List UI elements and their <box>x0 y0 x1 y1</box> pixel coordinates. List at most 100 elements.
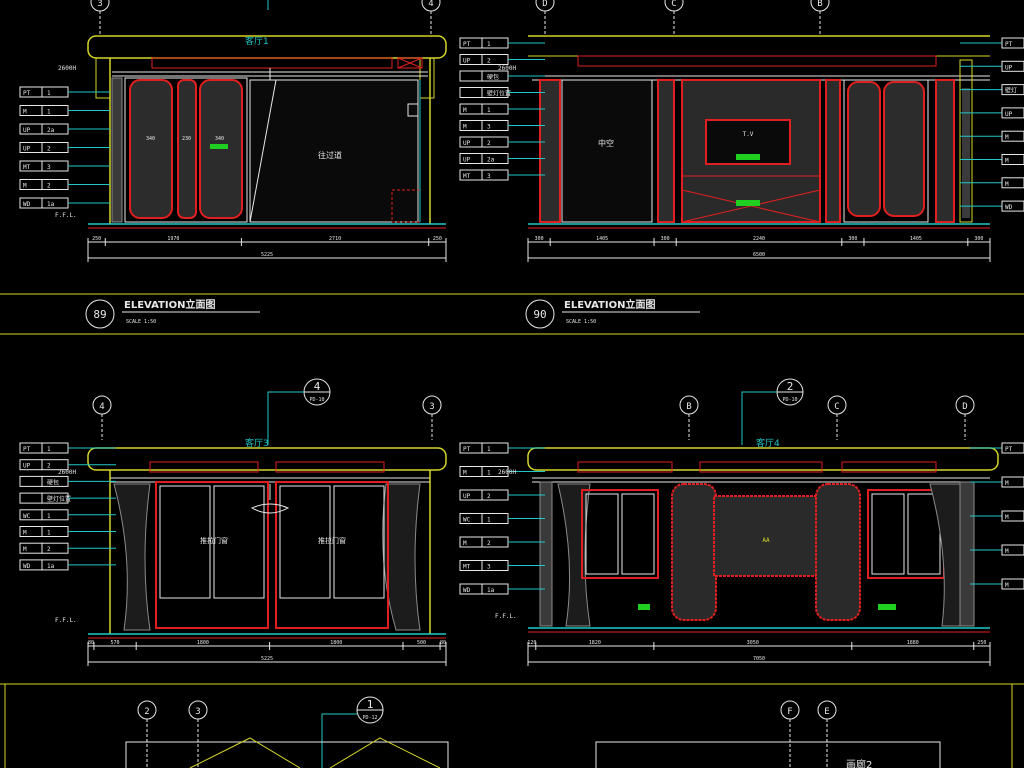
svg-text:画廊2: 画廊2 <box>846 758 872 768</box>
svg-text:90: 90 <box>533 308 546 321</box>
svg-text:4: 4 <box>99 402 104 412</box>
dimension-total: 5225 <box>261 656 273 662</box>
elevation-title-89[interactable]: 89 ELEVATION立面图 SCALE 1:50 <box>85 298 260 329</box>
material-number: 3 <box>487 564 491 571</box>
grid-label: C <box>671 0 676 9</box>
elevation-title-90[interactable]: 90 ELEVATION立面图 SCALE 1:50 <box>525 298 700 329</box>
svg-text:F.F.L.: F.F.L. <box>55 617 77 624</box>
material-number: 1 <box>487 446 491 453</box>
material-code: WD <box>23 201 31 208</box>
material-code: M <box>1005 158 1009 165</box>
wall-panels: 340 230 340 <box>124 77 248 223</box>
grid-bubble[interactable]: B <box>810 0 830 34</box>
grid-bubble[interactable]: C <box>827 395 847 440</box>
grid-label: D <box>542 0 547 9</box>
dimension-value: 570 <box>111 640 120 646</box>
material-tag[interactable]: UP <box>960 60 1024 72</box>
grid-bubble-right[interactable]: 4 <box>421 0 441 34</box>
material-tags-right[interactable]: PT M M M M <box>970 442 1024 590</box>
grid-bubble-left[interactable]: 4 <box>92 395 112 440</box>
material-tag[interactable]: M <box>970 510 1024 522</box>
material-tag[interactable]: M <box>960 154 1024 165</box>
material-tag[interactable]: M <box>960 130 1024 142</box>
material-tag[interactable]: M <box>960 177 1024 189</box>
material-tags-right[interactable]: PT UP 壁灯 UP M M M WD <box>960 37 1024 212</box>
grid-bubble-right[interactable]: 3 <box>422 395 442 440</box>
svg-text:ELEVATION立面图: ELEVATION立面图 <box>564 298 655 311</box>
grid-bubble[interactable]: D <box>955 395 975 440</box>
svg-text:3: 3 <box>97 0 102 9</box>
material-tag[interactable]: 硬包 <box>459 70 545 82</box>
material-tag[interactable]: M <box>970 544 1024 556</box>
detail-callout[interactable]: 2 PD-10 <box>741 378 804 445</box>
grid-bubble[interactable]: 2 <box>137 700 157 768</box>
grid-bubble-left[interactable]: 3 <box>90 0 110 34</box>
material-tag[interactable]: 壁灯位置 <box>459 87 545 98</box>
material-tag[interactable]: 硬包 <box>19 475 116 487</box>
dimension-value: 1800 <box>330 640 342 646</box>
material-tag[interactable]: 壁灯 <box>960 84 1024 96</box>
detail-callout[interactable]: 1 PD-12 <box>321 696 384 768</box>
material-code: M <box>463 540 467 547</box>
elevation-bottom-partial[interactable]: 2 3 1 PD-12 F E 画廊2 <box>125 696 941 768</box>
detail-callout[interactable]: 4 PD-10 <box>267 378 331 445</box>
material-tag[interactable]: WD <box>960 200 1024 212</box>
material-tag[interactable]: PT <box>960 37 1024 49</box>
material-tag[interactable]: PT <box>970 442 1024 454</box>
grid-bubble[interactable]: F <box>780 700 800 768</box>
grid-bubble[interactable]: C <box>664 0 684 34</box>
svg-text:PD-10: PD-10 <box>782 397 797 403</box>
grid-bubbles[interactable]: B C D <box>679 395 975 440</box>
grid-bubble[interactable]: 3 <box>188 700 208 768</box>
material-tag[interactable]: M <box>970 578 1024 590</box>
svg-text:3: 3 <box>195 707 200 717</box>
elevation-89[interactable]: 3 4 客厅1 340 230 34 <box>19 0 447 329</box>
material-tag[interactable]: 壁灯位置 <box>19 492 116 504</box>
grid-bubble[interactable]: D <box>535 0 555 34</box>
material-code: UP <box>23 146 31 153</box>
grid-bubble[interactable]: E <box>817 700 837 768</box>
material-tag[interactable]: UP <box>960 107 1024 119</box>
material-number: 1 <box>487 107 491 114</box>
elevation-living-room-3[interactable]: 4 3 4 PD-10 客厅3 <box>19 378 447 666</box>
svg-text:230: 230 <box>182 136 191 142</box>
grid-bubble[interactable]: B <box>679 395 699 440</box>
material-number: 壁灯位置 <box>487 90 511 98</box>
material-tag[interactable]: M <box>970 476 1024 488</box>
